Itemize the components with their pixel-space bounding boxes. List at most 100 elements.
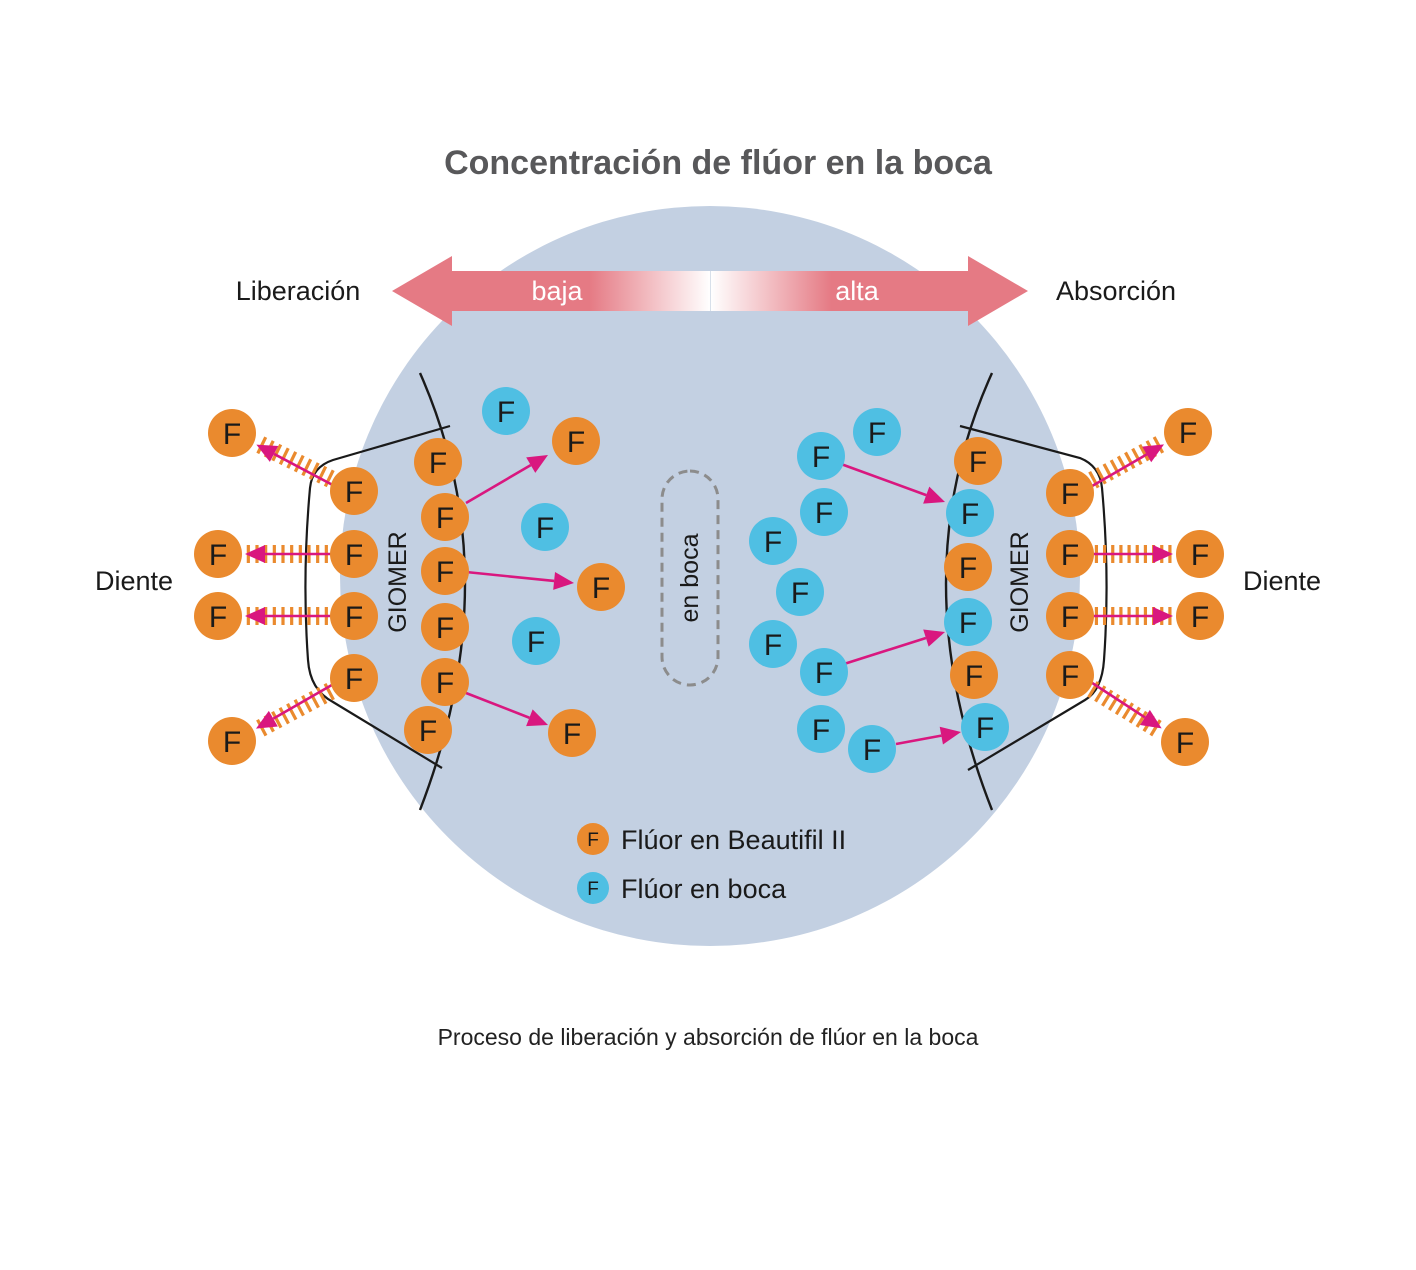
right-tooth-ion: F [1046, 469, 1094, 517]
left-tooth-release-arrow [255, 676, 345, 729]
right-absorbed-ion-symbol: F [961, 498, 979, 531]
right-outer-ion: F [1164, 408, 1212, 456]
right-giomer-ion-circle [944, 543, 992, 591]
right-giomer-ion: F [954, 437, 1002, 485]
left-giomer-ion-symbol: F [429, 447, 447, 480]
left-giomer-ion: F [421, 493, 469, 541]
left-hatch-band-tick [308, 462, 320, 480]
left-hatch-band-tick [301, 695, 313, 713]
legend-beautifil-label: Flúor en Beautifil II [621, 825, 846, 855]
right-hatch-band [1073, 436, 1165, 497]
left-hatch-band-tick [316, 465, 328, 484]
left-released-ion-symbol: F [563, 718, 581, 751]
right-hatch-band-tick [1114, 698, 1128, 716]
right-hatch-band-tick [1131, 447, 1143, 466]
left-hatch-band-tick [271, 710, 283, 729]
right-absorption-arrow [843, 629, 945, 666]
left-oral-ion-circle [512, 617, 560, 665]
right-tooth-ion: F [1046, 530, 1094, 578]
right-oral-ion-symbol: F [812, 441, 830, 474]
right-absorption-arrow-shaft [895, 734, 942, 746]
figure-caption: Proceso de liberación y absorción de flú… [438, 1024, 979, 1050]
right-hatch-band-tick [1109, 459, 1122, 477]
left-release-arrow-head [526, 709, 548, 727]
left-release-arrow [465, 570, 574, 590]
right-outer-ion-circle [1161, 718, 1209, 766]
left-release-arrow [465, 455, 548, 505]
right-outer-ion: F [1161, 718, 1209, 766]
legend: F Flúor en Beautifil II F Flúor en boca [577, 823, 846, 904]
right-giomer-ion-symbol: F [959, 552, 977, 585]
right-hatch-band-tick [1135, 710, 1148, 728]
left-outer-ion: F [194, 592, 242, 640]
left-tooth-ion: F [330, 592, 378, 640]
right-outer-ion-symbol: F [1179, 417, 1197, 450]
legend-oral-label: Flúor en boca [621, 874, 787, 904]
right-giomer-ion: F [944, 543, 992, 591]
right-oral-ion-symbol: F [764, 526, 782, 559]
right-hatch-band-tick [1149, 719, 1162, 737]
giomer-label-right: GIOMER [1006, 531, 1034, 632]
left-giomer-ion-circle [404, 706, 452, 754]
right-oral-ion-circle [800, 648, 848, 696]
arrow-low-half [392, 256, 710, 326]
right-outer-ion-circle [1176, 530, 1224, 578]
right-hatch-band-tick [1107, 693, 1121, 711]
right-hatch-band-tick [1121, 702, 1134, 720]
left-oral-ion: F [521, 503, 569, 551]
right-tooth-ion-circle [1046, 592, 1094, 640]
left-giomer-ion: F [414, 438, 462, 486]
left-tooth-ion-symbol: F [345, 601, 363, 634]
left-outer-ion: F [208, 717, 256, 765]
right-hatch-band-tick [1116, 455, 1129, 473]
left-giomer-ion-circle [421, 493, 469, 541]
right-hatch-band-tick [1101, 689, 1114, 707]
legend-beautifil-swatch [577, 823, 609, 855]
legend-item-oral: F Flúor en boca [577, 872, 787, 904]
left-release-arrow-head [553, 572, 574, 590]
right-oral-ion-symbol: F [868, 417, 886, 450]
left-tooth-ion: F [330, 530, 378, 578]
left-tooth-release-arrow-head [255, 710, 278, 729]
right-absorbed-ion-circle [961, 703, 1009, 751]
left-outer-ion-symbol: F [223, 418, 241, 451]
high-concentration-label: alta [835, 276, 880, 306]
right-oral-ion-symbol: F [791, 577, 809, 610]
left-oral-ion-circle [521, 503, 569, 551]
left-outer-ion-circle [194, 530, 242, 578]
right-oral-ion-circle [749, 517, 797, 565]
left-released-ion-circle [548, 709, 596, 757]
right-giomer-ion-symbol: F [965, 660, 983, 693]
left-release-arrow-shaft [465, 570, 555, 583]
right-absorption-arrow-shaft [843, 636, 927, 666]
right-absorption-arrow-head [923, 629, 945, 647]
right-giomer-ion-circle [950, 651, 998, 699]
right-absorption-arrow [895, 726, 961, 746]
left-giomer-ion-circle [421, 603, 469, 651]
left-hatch-band-tick [316, 687, 328, 705]
left-hatch-band-tick [293, 454, 305, 473]
left-released-ion-circle [552, 417, 600, 465]
left-tooth-ion: F [330, 654, 378, 702]
left-outer-ion-circle [208, 717, 256, 765]
giomer-boundary-right [944, 372, 994, 811]
concentration-arrow: baja alta [392, 256, 1028, 326]
left-tooth-ion-symbol: F [345, 663, 363, 696]
right-giomer-ion: F [950, 651, 998, 699]
left-outer-ion: F [194, 530, 242, 578]
left-tooth-ion-circle [330, 654, 378, 702]
right-oral-ion-symbol: F [815, 497, 833, 530]
arrow-high-half [711, 256, 1028, 326]
right-tooth-ion-circle [1046, 651, 1094, 699]
right-tooth-ion: F [1046, 651, 1094, 699]
left-outer-ion: F [208, 409, 256, 457]
left-giomer-ion-circle [421, 658, 469, 706]
right-outer-ion-symbol: F [1191, 601, 1209, 634]
right-hatch-band-tick [1102, 463, 1114, 481]
right-outer-ion-symbol: F [1176, 727, 1194, 760]
left-oral-ion-symbol: F [527, 626, 545, 659]
left-giomer-ion: F [421, 547, 469, 595]
right-oral-ion-circle [848, 725, 896, 773]
left-tooth-release-arrow-head [245, 607, 265, 625]
